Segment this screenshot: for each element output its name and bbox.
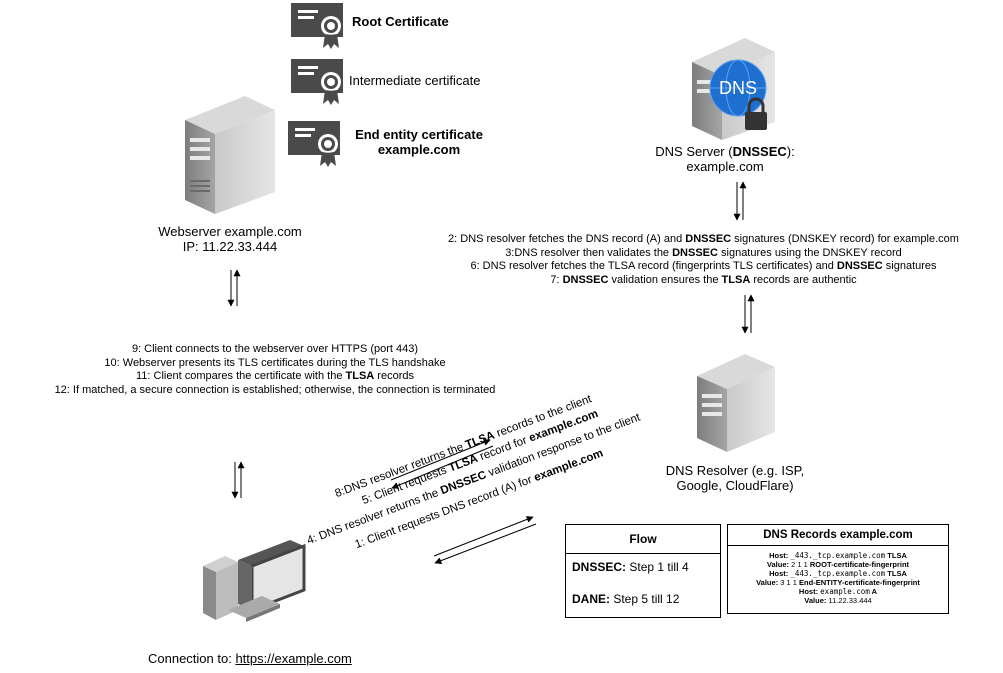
record-2-host: Host: _443._tcp.example.com TLSA bbox=[769, 569, 907, 578]
dns-steps-text: 2: DNS resolver fetches the DNS record (… bbox=[448, 233, 959, 286]
record-1-host: Host: _443._tcp.example.com TLSA bbox=[769, 551, 907, 560]
root-certificate-icon bbox=[291, 3, 343, 49]
end-entity-certificate-icon bbox=[288, 121, 340, 167]
dns-server-icon bbox=[692, 38, 775, 140]
dns-globe-label: DNS bbox=[718, 78, 757, 98]
dns-records-title: DNS Records example.com bbox=[728, 525, 948, 546]
arrow-dnsserver-dnstext bbox=[733, 181, 747, 221]
flow-box-title: Flow bbox=[566, 525, 720, 554]
record-2-value: Value: 3 1 1 End-ENTITY-certificate-fing… bbox=[756, 578, 920, 587]
webserver-label: Webserver example.com IP: 11.22.33.444 bbox=[158, 224, 302, 254]
dns-resolver-label: DNS Resolver (e.g. ISP, Google, CloudFla… bbox=[665, 463, 805, 493]
flow-dnssec-row: DNSSEC: Step 1 till 4 bbox=[572, 560, 689, 574]
arrow-resolver-client-upper bbox=[390, 439, 494, 489]
webserver-icon bbox=[185, 96, 275, 214]
client-computer-icon bbox=[203, 540, 306, 622]
end-entity-certificate-label: End entity certificate example.com bbox=[355, 127, 483, 157]
arrow-resolver-client-lower bbox=[433, 516, 537, 564]
web-steps-text: 9: Client connects to the webserver over… bbox=[54, 343, 496, 396]
arrow-dnstext-resolver bbox=[741, 294, 755, 334]
dns-server-label: DNS Server (DNSSEC): example.com bbox=[655, 144, 795, 174]
client-caption: Connection to: https://example.com bbox=[148, 651, 352, 666]
record-3-value: Value: 11.22.33.444 bbox=[804, 596, 872, 605]
root-certificate-label: Root Certificate bbox=[352, 14, 449, 29]
intermediate-certificate-label: Intermediate certificate bbox=[349, 73, 481, 88]
record-1-value: Value: 2 1 1 ROOT-certificate-fingerprin… bbox=[766, 560, 910, 569]
example-link[interactable]: https://example.com bbox=[235, 651, 352, 666]
dns-resolver-icon bbox=[697, 354, 775, 452]
record-3-host: Host: example.com A bbox=[798, 587, 878, 596]
flow-dane-row: DANE: Step 5 till 12 bbox=[572, 592, 680, 606]
arrow-webserver-webtext bbox=[227, 269, 241, 307]
arrow-webtext-client bbox=[231, 461, 245, 499]
flow-box: Flow DNSSEC: Step 1 till 4 DANE: Step 5 … bbox=[565, 524, 721, 618]
dns-records-box: DNS Records example.com Host: _443._tcp.… bbox=[727, 524, 949, 614]
intermediate-certificate-icon bbox=[291, 59, 343, 105]
